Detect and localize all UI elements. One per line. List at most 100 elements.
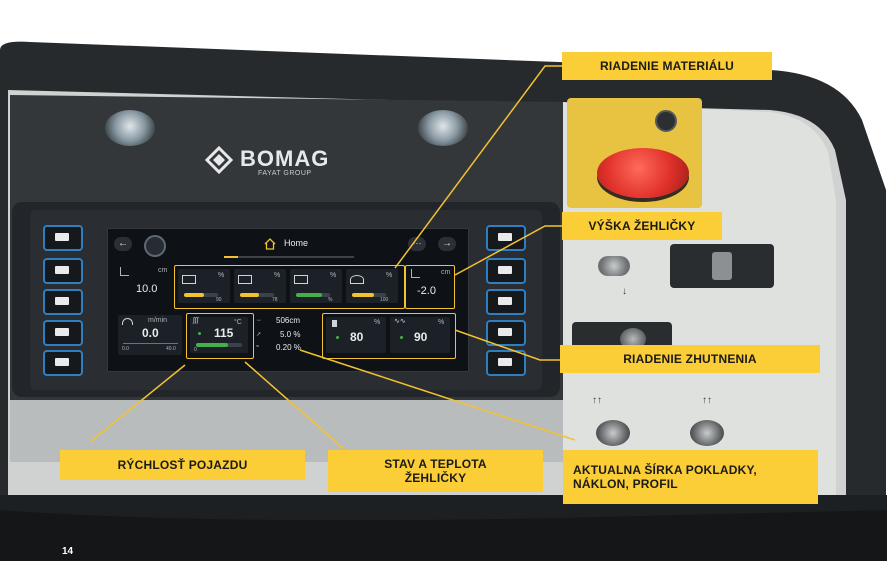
status-dot-icon (198, 332, 201, 335)
callout-paving-width: AKTUALNA ŠÍRKA POKLADKY, NÁKLON, PROFIL (563, 450, 818, 504)
screed-temp-bar (196, 343, 242, 347)
menu-circle-icon[interactable] (144, 235, 166, 257)
toggle-switch-left[interactable] (598, 256, 630, 276)
right-soft-button-3[interactable] (486, 289, 526, 315)
material-tile-3-unit: % (330, 272, 337, 279)
screed-state-group (186, 313, 254, 359)
display-screen: ← Home ··· → cm 10.0 % 90 % 78 % % % 100… (107, 228, 469, 372)
material-tile-2[interactable]: % 78 (234, 269, 286, 303)
vibration-unit: % (438, 319, 445, 326)
brand-subtitle: FAYAT GROUP (258, 170, 312, 177)
material-tile-4[interactable]: % 100 (346, 269, 398, 303)
bomag-logo-icon (204, 145, 234, 175)
raise-arrows-icon-left: ↑↑ (592, 395, 602, 406)
button-icon (55, 328, 69, 336)
callout-travel-speed: RÝCHLOSŤ POJAZDU (60, 450, 305, 480)
material-tile-2-bar (240, 293, 274, 297)
compaction-tile-tamper[interactable]: % 80 (326, 317, 386, 353)
auger-icon (294, 275, 308, 284)
page-number: 14 (62, 546, 74, 557)
screed-height-group (405, 265, 455, 309)
button-icon (55, 266, 69, 274)
material-tile-2-unit: % (274, 272, 281, 279)
material-tile-1-unit: % (218, 272, 225, 279)
material-tile-1[interactable]: % 90 (178, 269, 230, 303)
vibration-value: 90 (414, 330, 428, 344)
slope-value: 5.0 % (280, 330, 301, 339)
callout-material-control: RIADENIE MATERIÁLU (562, 52, 772, 80)
conveyor-icon (182, 275, 196, 284)
compaction-tile-vibration[interactable]: ∿∿ % 90 (390, 317, 450, 353)
material-tile-1-small: 90 (216, 297, 222, 303)
vibration-icon: ∿∿ (394, 318, 406, 325)
slope-icon: ↗ (256, 332, 262, 338)
raise-arrows-icon-right: ↑↑ (702, 395, 712, 406)
left-soft-button-4[interactable] (43, 320, 83, 346)
speed-unit: m/min (148, 317, 168, 324)
screed-temp-tile[interactable]: ∫∫∫ °C 115 0 (190, 317, 248, 353)
back-arrow-icon[interactable]: ← (114, 237, 132, 251)
speed-scale-line (123, 343, 178, 344)
speed-value: 0.0 (142, 326, 159, 340)
home-label: Home (284, 238, 309, 248)
screed-temp-unit: °C (234, 319, 242, 326)
heater-icon: ∫∫∫ (193, 317, 199, 324)
material-tile-3-bar (296, 293, 330, 297)
left-soft-button-1[interactable] (43, 225, 83, 251)
callout-paving-width-line1: AKTUALNA ŠÍRKA POKLADKY, (573, 463, 757, 477)
key-switch[interactable] (655, 110, 677, 132)
left-soft-button-2[interactable] (43, 258, 83, 284)
material-tile-4-bar (352, 293, 386, 297)
forward-arrow-icon[interactable]: → (438, 237, 456, 251)
speed-scale-max: 40.0 (166, 346, 176, 352)
emergency-stop-button[interactable] (597, 148, 689, 198)
home-icon[interactable] (264, 237, 276, 250)
button-icon (55, 297, 69, 305)
status-dot-icon (336, 336, 339, 339)
button-icon (498, 233, 512, 241)
button-icon (498, 266, 512, 274)
tamper-unit: % (374, 319, 381, 326)
toggle-switch-lower-left[interactable] (596, 420, 630, 446)
compaction-group (322, 313, 456, 359)
speed-scale-min: 0.0 (122, 346, 129, 352)
down-arrow-icon: ↓ (622, 286, 627, 297)
right-soft-button-4[interactable] (486, 320, 526, 346)
material-tile-1-bar (184, 293, 218, 297)
screed-temp-value: 115 (214, 326, 234, 340)
right-soft-button-2[interactable] (486, 258, 526, 284)
top-left-knob[interactable] (105, 110, 155, 146)
speedometer-icon (122, 318, 133, 325)
speed-tile[interactable]: m/min 0.0 0.0 40.0 (118, 315, 182, 355)
callout-screed-height: VÝŠKA ŽEHLIČKY (562, 212, 722, 240)
left-height-unit: cm (158, 267, 168, 274)
material-control-group (174, 265, 405, 309)
callout-paving-width-line2: NÁKLON, PROFIL (573, 477, 678, 491)
toggle-switch-lower-right[interactable] (690, 420, 724, 446)
page-indicator (224, 256, 354, 258)
auger-icon (350, 275, 364, 284)
width-value: 506cm (276, 316, 301, 325)
material-tile-3[interactable]: % % (290, 269, 342, 303)
more-options-icon[interactable]: ··· (408, 237, 426, 251)
left-height-icon (120, 267, 129, 276)
compaction-switch-knob[interactable] (620, 328, 646, 350)
width-info-panel[interactable]: ↔ 506cm ↗ 5.0 % ≈ 0.20 % (256, 315, 318, 355)
tamper-value: 80 (350, 330, 364, 344)
callout-screed-state-line1: STAV A TEPLOTA (384, 457, 487, 471)
right-soft-button-5[interactable] (486, 350, 526, 376)
tamper-icon (332, 320, 337, 327)
lever-icon (712, 252, 732, 280)
button-icon (498, 358, 512, 366)
button-icon (498, 297, 512, 305)
right-height-value: -2.0 (417, 285, 436, 297)
right-height-icon (411, 269, 420, 278)
left-soft-button-3[interactable] (43, 289, 83, 315)
button-icon (498, 328, 512, 336)
profile-icon: ≈ (256, 344, 260, 350)
material-tile-4-unit: % (386, 272, 393, 279)
left-soft-button-5[interactable] (43, 350, 83, 376)
top-right-knob[interactable] (418, 110, 468, 146)
callout-screed-state-line2: ŽEHLIČKY (404, 471, 467, 485)
